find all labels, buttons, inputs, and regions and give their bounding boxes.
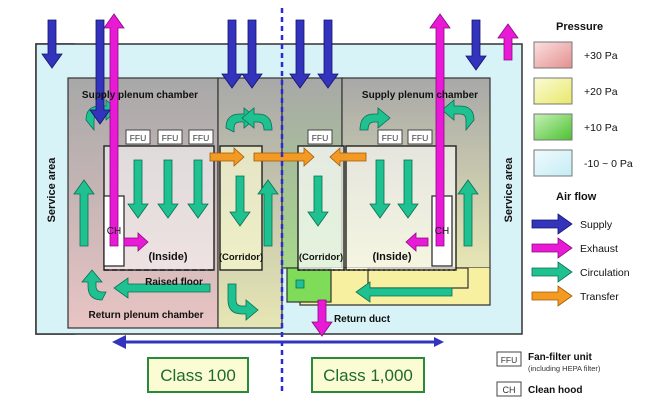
pressure-label-10: +10 Pa	[584, 122, 618, 134]
return-duct-label: Return duct	[334, 314, 391, 325]
transfer-arrows	[209, 147, 367, 167]
supply-arrows	[41, 19, 487, 125]
ffu-box	[307, 129, 333, 145]
ch-legend-title: Clean hood	[528, 385, 582, 396]
ch-legend-box	[496, 381, 522, 397]
ch-label-left: CH	[107, 226, 121, 237]
ffu-box	[157, 129, 183, 145]
circulation-legend-icon	[531, 261, 573, 283]
pressure-label-0: -10 ~ 0 Pa	[584, 158, 633, 170]
airflow-legend-title: Air flow	[556, 191, 597, 203]
transfer-legend-icon	[531, 285, 573, 307]
ffu-legend-title: Fan-filter unit	[528, 352, 593, 363]
pressure-label-20: +20 Pa	[584, 86, 618, 98]
ffu-legend-note: (including HEPA filter)	[528, 364, 601, 373]
ffu-label: FFU	[412, 133, 429, 143]
ffu-box	[188, 129, 214, 145]
supply-legend-label: Supply	[580, 219, 613, 231]
corridor-label-right: (Corridor)	[299, 252, 343, 263]
transfer-legend-label: Transfer	[580, 291, 619, 303]
ffu-label: FFU	[193, 133, 210, 143]
ffu-label: FFU	[382, 133, 399, 143]
supply-plenum-label-left: Supply plenum chamber	[82, 90, 198, 101]
pressure-legend-title: Pressure	[556, 21, 603, 33]
service-area-label-left: Service area	[46, 157, 58, 223]
pressure-swatch-20	[533, 77, 573, 105]
ffu-legend-box-label: FFU	[501, 355, 518, 365]
exhaust-arrows	[103, 13, 519, 337]
corridor-label-left: (Corridor)	[219, 252, 263, 263]
ffu-label: FFU	[312, 133, 329, 143]
ch-label-right: CH	[435, 226, 449, 237]
raised-floor-label: Raised floor	[145, 277, 203, 288]
inside-label-right: (Inside)	[372, 251, 411, 263]
ffu-label: FFU	[162, 133, 179, 143]
class-span-arrow-head-left	[112, 335, 126, 349]
exhaust-legend-icon	[531, 237, 573, 259]
corridor-duct-green	[286, 267, 332, 303]
supply-legend-icon	[531, 213, 573, 235]
class-100-box	[147, 357, 249, 393]
exhaust-legend-label: Exhaust	[580, 243, 618, 255]
ch-legend-box-label: CH	[503, 385, 516, 395]
circulation-arrows	[73, 99, 479, 321]
supply-plenum-label-right: Supply plenum chamber	[362, 90, 478, 101]
inside-label-left: (Inside)	[148, 251, 187, 263]
pressure-swatch-30	[533, 41, 573, 69]
ffu-legend-box	[496, 351, 522, 367]
class-100-label: Class 100	[160, 366, 236, 385]
service-area-label-right: Service area	[503, 157, 515, 223]
return-plenum-label: Return plenum chamber	[88, 310, 203, 321]
pressure-swatch-0	[533, 149, 573, 177]
pressure-swatch-10	[533, 113, 573, 141]
return-duct-inner	[367, 267, 469, 289]
pressure-label-30: +30 Pa	[584, 50, 618, 62]
ffu-box	[377, 129, 403, 145]
circulation-legend-label: Circulation	[580, 267, 630, 279]
class-1000-box	[311, 357, 425, 393]
ffu-box	[125, 129, 151, 145]
ffu-label: FFU	[130, 133, 147, 143]
class-1000-label: Class 1,000	[323, 366, 413, 385]
ffu-box	[407, 129, 433, 145]
